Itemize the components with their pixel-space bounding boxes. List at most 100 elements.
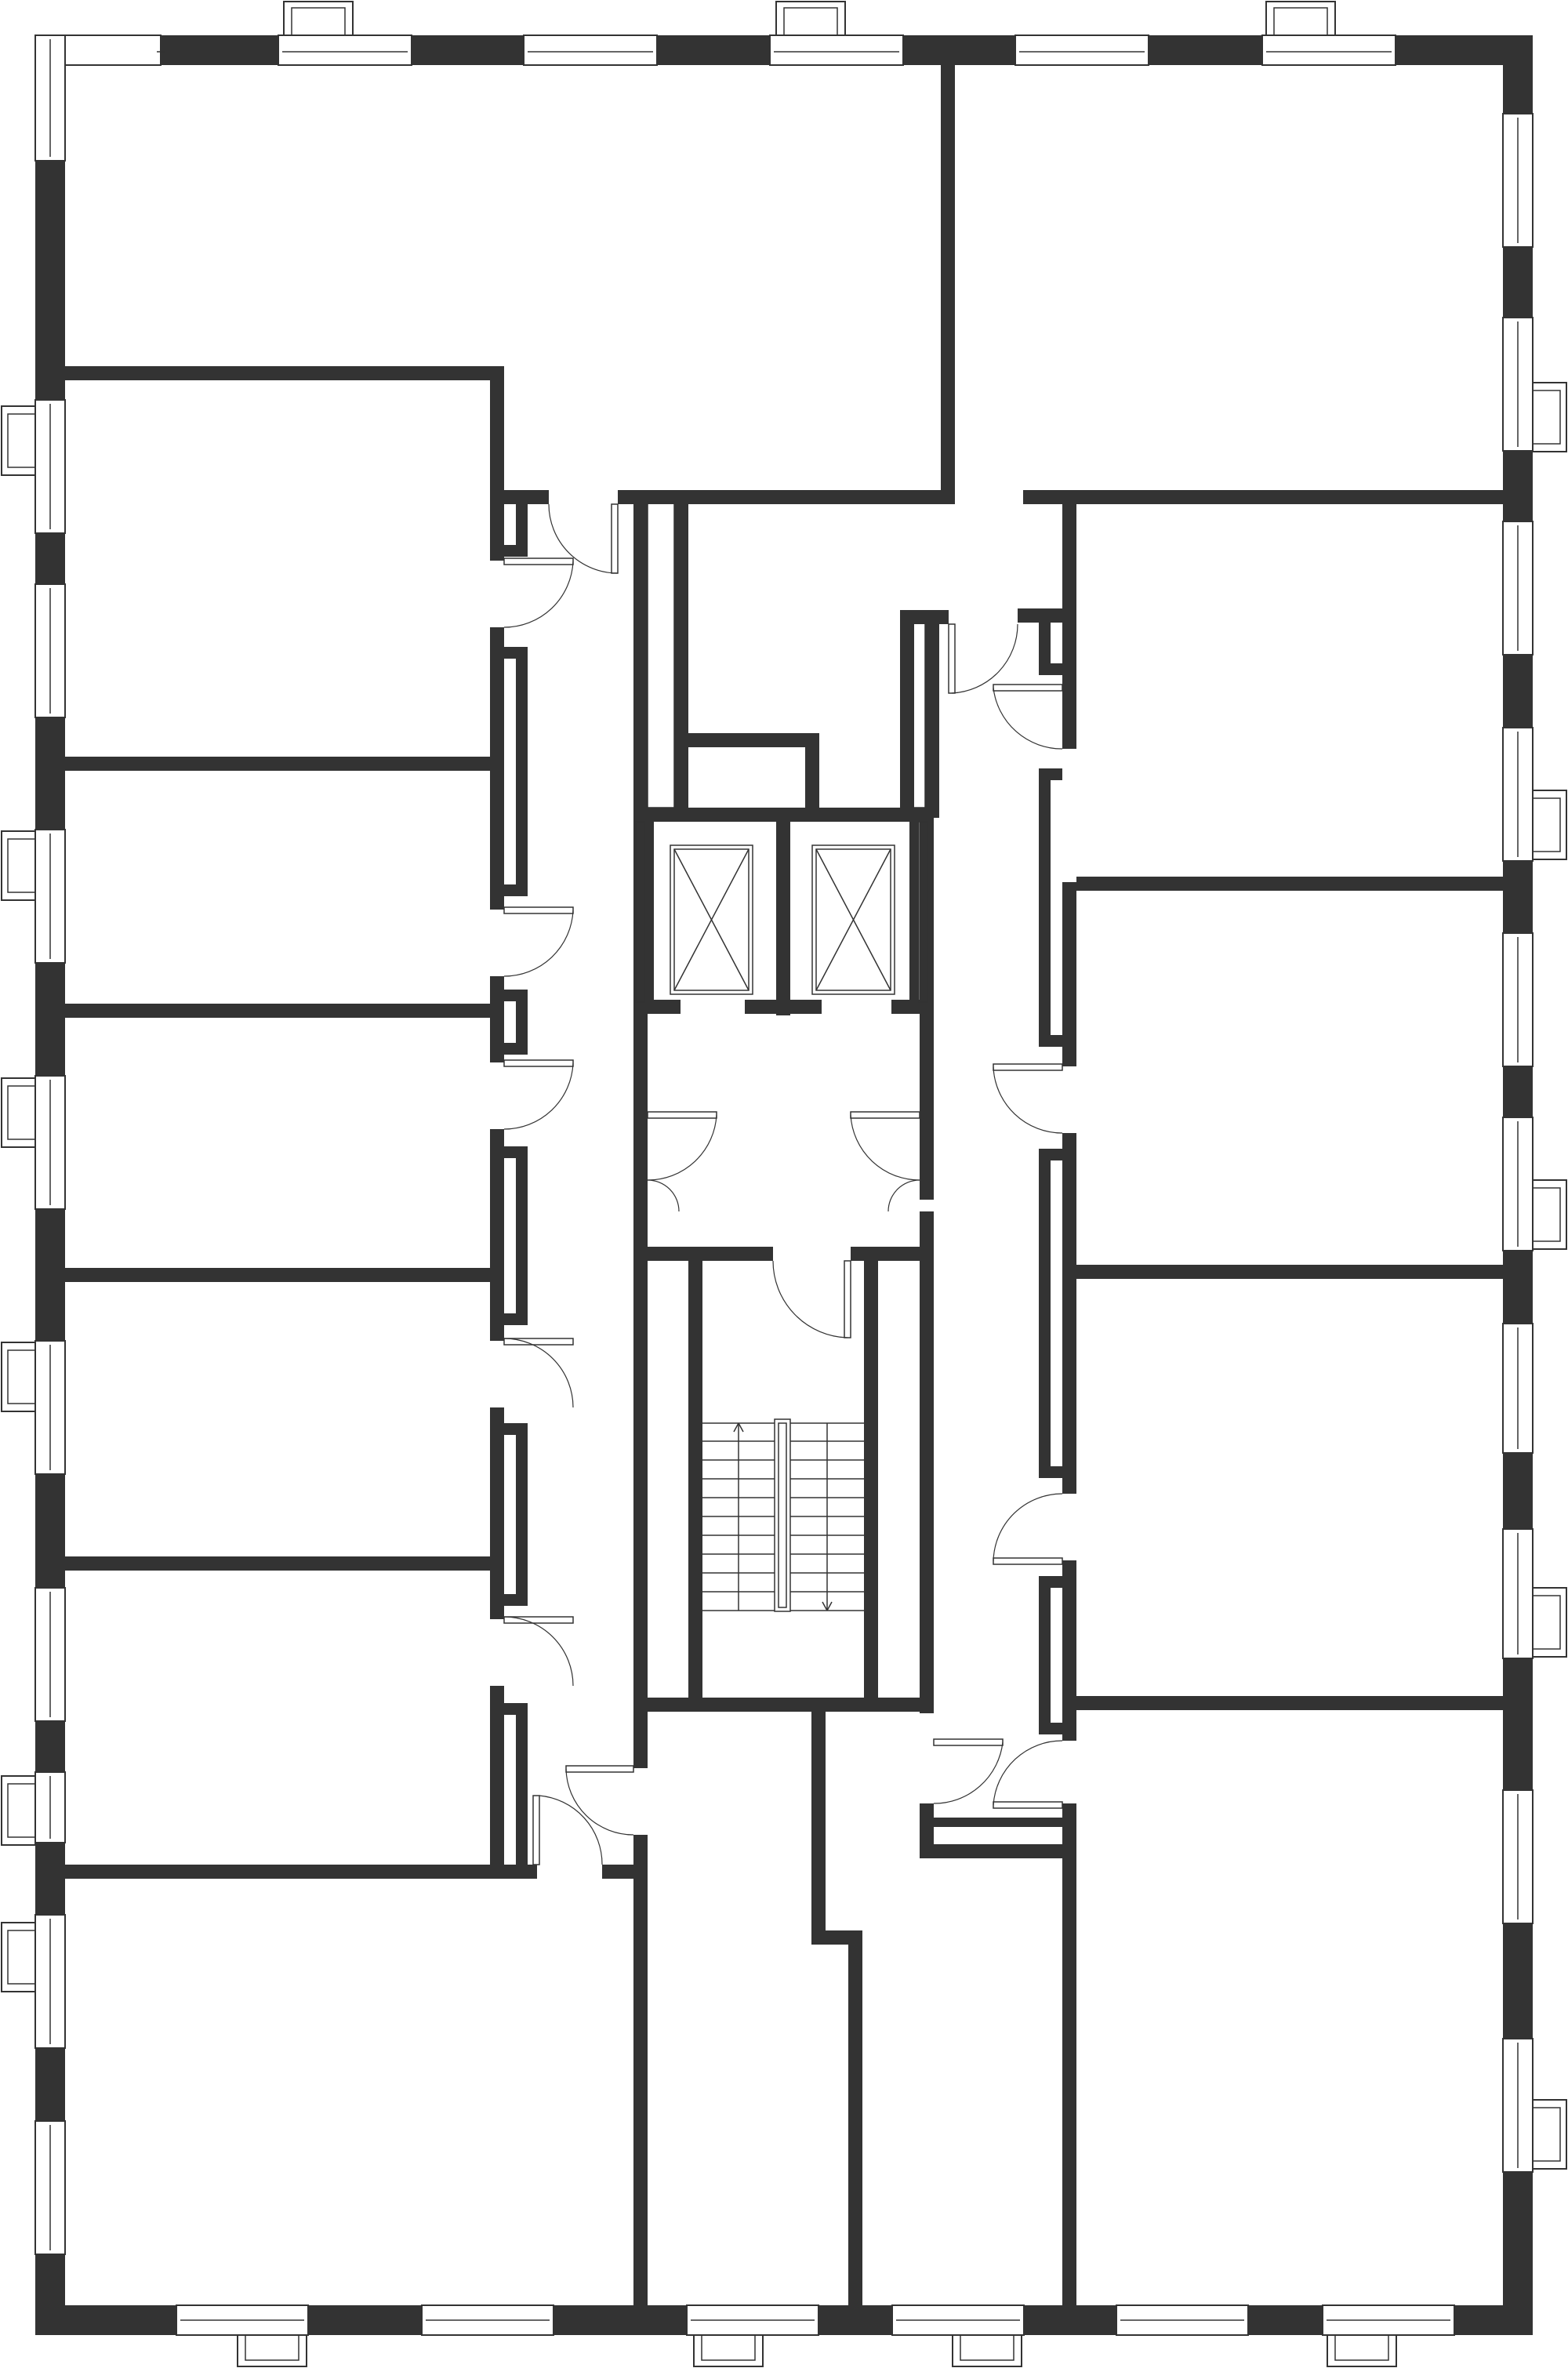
elevators: [635, 501, 928, 1003]
planter-box: [1, 405, 36, 476]
planter-box: [1532, 1179, 1567, 1250]
windows: [34, 35, 1534, 2336]
stair-wall: [851, 1247, 934, 1261]
doors: [503, 503, 1063, 1865]
corridor-wall: [490, 976, 504, 1062]
partition-wall: [1076, 877, 1533, 891]
partition-wall: [65, 757, 504, 771]
door-leaf: [993, 1801, 1063, 1809]
planter-box: [1327, 2334, 1397, 2367]
door-leaf: [647, 1111, 717, 1119]
door-leaf: [503, 557, 574, 565]
partition-wall: [811, 1709, 826, 1945]
core-wall: [909, 815, 919, 1008]
down-arrow: [822, 1601, 833, 1611]
door-swing: [503, 1062, 574, 1130]
door-leaf: [565, 1765, 634, 1773]
stair-wall: [633, 1247, 773, 1261]
core-wall: [674, 502, 688, 815]
stair-railing: [774, 1418, 791, 1612]
partition-wall: [941, 35, 955, 502]
door-swing: [993, 687, 1063, 750]
core-wall: [674, 733, 819, 747]
planter-box: [693, 2334, 764, 2367]
core-wall: [900, 610, 914, 815]
core-wall: [925, 610, 939, 818]
partition-wall: [848, 1930, 862, 2305]
window: [1261, 35, 1396, 66]
planter-box: [952, 2334, 1022, 2367]
corridor-wall: [490, 1407, 504, 1619]
planter-box: [1, 830, 36, 901]
corridor-wall: [1062, 882, 1076, 1066]
door-swing: [503, 1338, 574, 1408]
planter-box: [237, 2334, 307, 2367]
planter-box: [1265, 1, 1336, 36]
core-wall: [644, 815, 654, 1008]
stair-treads: [702, 1422, 864, 1611]
core-wall: [633, 808, 934, 822]
door-swing: [503, 910, 574, 977]
partition-wall: [65, 1268, 504, 1282]
partition-wall: [65, 1865, 537, 1879]
door-leaf: [503, 906, 574, 914]
partition-wall: [602, 1865, 648, 1879]
core-wall: [805, 733, 819, 815]
partition-wall: [920, 1844, 1076, 1858]
corridor-wall: [1062, 490, 1076, 749]
partition-wall: [65, 366, 504, 380]
elevator-car: [811, 844, 895, 995]
door-swing: [565, 1768, 634, 1836]
door-leaf: [948, 623, 956, 694]
door-swing: [850, 1114, 920, 1181]
planter-box: [1532, 1587, 1567, 1658]
door-leaf: [532, 1795, 540, 1865]
door-leaf: [850, 1111, 920, 1119]
window: [769, 35, 904, 66]
partition-wall: [931, 1818, 1062, 1827]
corridor-wall: [490, 627, 504, 910]
planter-box: [1532, 790, 1567, 860]
corridor-wall: [1062, 1133, 1076, 1494]
corridor-wall: [490, 1686, 504, 1874]
partition-wall: [490, 366, 504, 558]
corridor-wall: [490, 558, 504, 561]
door-leaf: [503, 1059, 574, 1067]
window: [523, 35, 658, 66]
door-leaf: [933, 1738, 1004, 1746]
door-leaf: [993, 684, 1063, 692]
planter-box: [1532, 382, 1567, 452]
door-leaf: [993, 1557, 1063, 1565]
core-wall: [633, 1211, 648, 1768]
planter-box: [1, 1775, 36, 1846]
interior-walls: [65, 35, 1533, 2305]
planter-box: [1, 1077, 36, 1148]
core-wall: [633, 1008, 648, 1113]
staircase: [702, 1418, 864, 1612]
door-leaf: [503, 1616, 574, 1624]
door-swing: [503, 561, 574, 628]
door-swing: [772, 1260, 848, 1338]
door-swing: [951, 623, 1018, 694]
door-swing: [993, 1740, 1063, 1806]
up-arrow: [733, 1422, 744, 1433]
door-leaf: [503, 1338, 574, 1346]
planter-box: [1532, 2099, 1567, 2170]
door-swing: [993, 1493, 1063, 1562]
door-swing: [548, 503, 619, 574]
core-wall: [900, 610, 949, 624]
core-wall: [891, 1000, 934, 1014]
door-leaf: [844, 1260, 851, 1338]
partition-wall: [65, 1556, 504, 1571]
door-swing: [539, 1795, 603, 1865]
door-leaf: [611, 503, 619, 574]
door-swing: [647, 1114, 717, 1181]
core-wall: [745, 1000, 822, 1014]
partition-wall: [1076, 1696, 1533, 1710]
core-wall: [776, 815, 790, 1015]
planter-box: [775, 1, 846, 36]
stair-wall: [864, 1255, 878, 1709]
corridor-wall: [1062, 1803, 1076, 2305]
